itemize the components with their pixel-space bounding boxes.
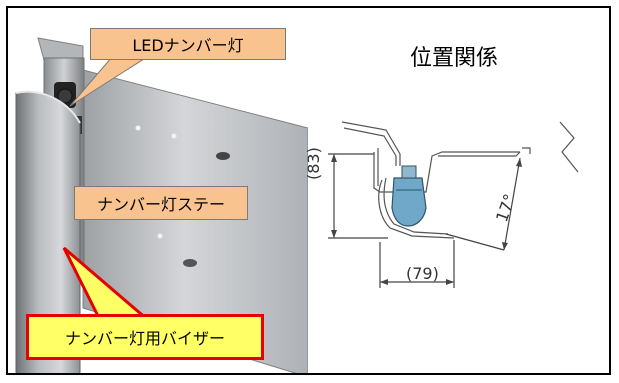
dim-width-label: (79): [406, 264, 439, 283]
lamp-stay-label: ナンバー灯ステー: [96, 195, 225, 214]
position-diagram: [328, 121, 579, 288]
dim-height-value: (83): [304, 147, 323, 180]
diagram-lamp-icon: [391, 165, 427, 227]
led-lamp-label: LEDナンバー灯: [132, 36, 244, 55]
dim-height-label: (83): [304, 147, 323, 180]
visor-callout: ナンバー灯用バイザー: [26, 314, 264, 360]
diagram-title: 位置関係: [410, 46, 499, 71]
figure-frame: LEDナンバー灯 ナンバー灯ステー ナンバー灯用バイザー 位置関係: [6, 6, 611, 375]
visor-label: ナンバー灯用バイザー: [64, 329, 225, 348]
product-photo: [8, 8, 308, 373]
lamp-stay-callout: ナンバー灯ステー: [74, 186, 248, 220]
led-lamp-callout: LEDナンバー灯: [90, 28, 286, 60]
visor-callout-pointer: [62, 246, 153, 322]
dim-width-value: (79): [406, 264, 439, 283]
